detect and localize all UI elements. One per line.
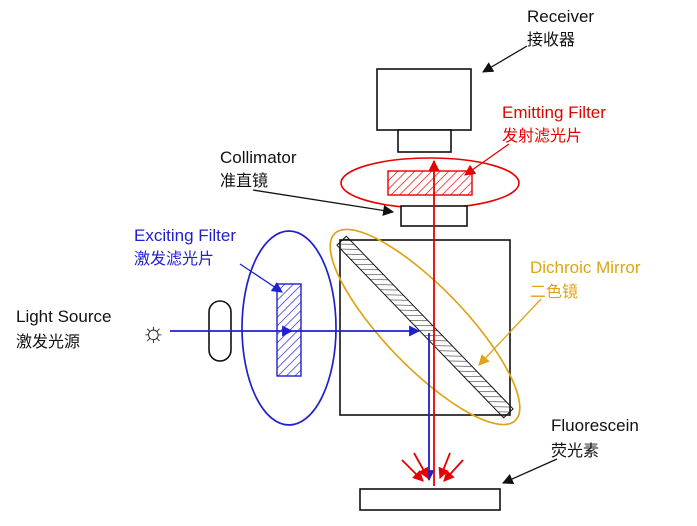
- exciting-filter-element: [276, 283, 302, 377]
- exciting-filter-label-zh: 激发滤光片: [134, 250, 214, 268]
- receiver-label-zh: 接收器: [527, 31, 575, 49]
- dichroic-label-en: Dichroic Mirror: [530, 258, 641, 277]
- light-source-label-zh: 激发光源: [16, 333, 80, 351]
- emitting-filter-label-zh: 发射滤光片: [502, 127, 582, 145]
- exciting-filter-leader-arrow: [239, 263, 283, 293]
- dichroic-highlight-ellipse: [329, 228, 521, 426]
- dichroic-label-zh: 二色镜: [530, 282, 578, 301]
- collimator-leader-arrow: [252, 189, 395, 216]
- receiver-box: [376, 68, 472, 131]
- fluorescence-ray-4: [443, 459, 464, 482]
- sample-slide: [359, 488, 501, 511]
- emitting-filter-leader-arrow: [464, 143, 510, 176]
- dichroic-leader-arrow: [478, 298, 542, 366]
- collimator-label-zh: 准直镜: [220, 171, 268, 190]
- exciting-filter-ellipse: [241, 230, 337, 426]
- beamsplitter-cube: [339, 239, 511, 416]
- dichroic-mirror-band: [336, 235, 514, 419]
- fluorescein-label-zh: 荧光素: [551, 442, 599, 460]
- exciting-filter-label-en: Exciting Filter: [134, 226, 236, 245]
- emitting-filter-element: [387, 170, 473, 196]
- receiver-neck: [397, 129, 452, 153]
- sun-icon: ☼: [141, 317, 166, 347]
- fluorescein-label-en: Fluorescein: [551, 416, 639, 435]
- fluorescence-ray-2: [413, 452, 429, 479]
- emitting-filter-label-en: Emitting Filter: [502, 103, 606, 122]
- fluorescence-ray-3: [438, 452, 451, 480]
- receiver-label-en: Receiver: [527, 7, 594, 26]
- fluorescein-leader-arrow: [501, 458, 558, 485]
- light-source-label-en: Light Source: [16, 307, 111, 326]
- receiver-leader-arrow: [482, 45, 528, 73]
- collimator-label-en: Collimator: [220, 148, 297, 167]
